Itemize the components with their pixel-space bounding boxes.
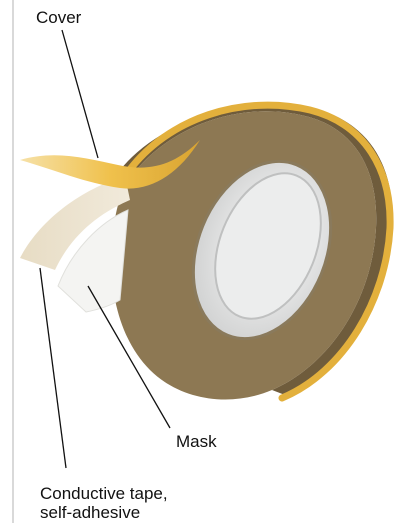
cover-label: Cover	[36, 8, 81, 27]
conductive-tape-leader-line	[40, 268, 66, 468]
conductive-tape-label: Conductive tape, self-adhesive	[40, 484, 168, 522]
conductive-tape-label-line2: self-adhesive	[40, 503, 168, 522]
conductive-tape-label-line1: Conductive tape,	[40, 484, 168, 503]
mask-label: Mask	[176, 432, 217, 451]
cover-leader-line	[62, 30, 98, 158]
